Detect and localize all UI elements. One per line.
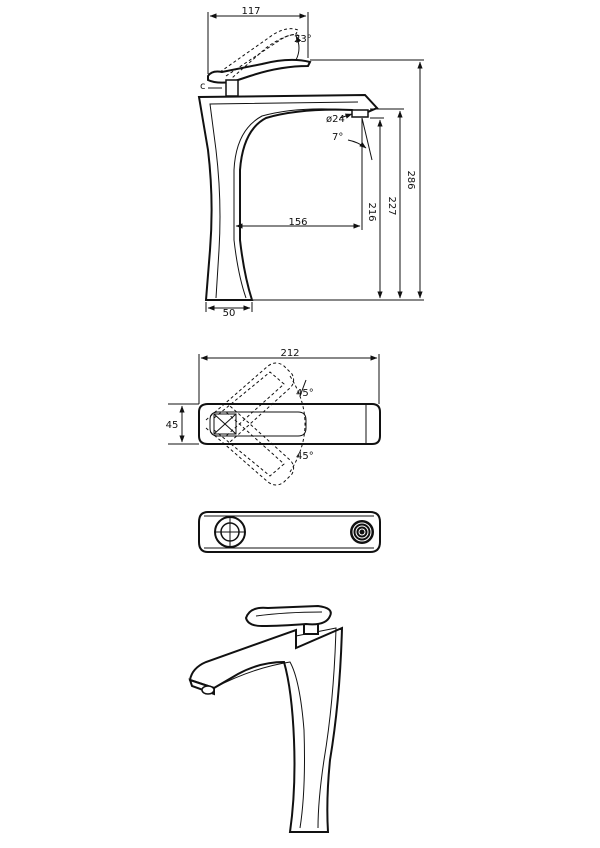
top-view: 212 45 45° 45° bbox=[166, 348, 381, 486]
dim-handle-angle: 23° bbox=[294, 34, 312, 45]
swing-arc bbox=[289, 375, 306, 473]
outlet-aerator bbox=[350, 520, 374, 544]
handle-stem bbox=[225, 79, 239, 97]
dim-handle-reach: 117 bbox=[241, 6, 260, 17]
dim-spout-height: 227 bbox=[386, 196, 397, 215]
dim-base-width: 50 bbox=[223, 308, 236, 319]
dim-rotation-up: 45° bbox=[296, 388, 314, 399]
handle-lever-lifted-2 bbox=[225, 34, 301, 77]
perspective-handle-lever bbox=[244, 604, 332, 628]
handle-rotated-down bbox=[205, 405, 295, 486]
handle-lever bbox=[207, 58, 312, 84]
perspective-aerator bbox=[201, 685, 215, 695]
faucet-body-inner-contour bbox=[209, 101, 359, 299]
dim-outlet-diameter: ø24 bbox=[326, 114, 345, 125]
dim-rotation-down: 45° bbox=[296, 451, 314, 462]
aerator bbox=[351, 109, 369, 118]
dim-body-width: 45 bbox=[166, 420, 179, 431]
bottom-body-outline bbox=[198, 511, 381, 553]
dim-total-length: 212 bbox=[280, 348, 299, 359]
dim-offset-c: c bbox=[200, 81, 206, 92]
handle-lever-lifted bbox=[219, 28, 299, 79]
dim-outlet-height: 216 bbox=[366, 202, 377, 221]
top-body-outline bbox=[198, 403, 381, 445]
top-pivot bbox=[213, 413, 237, 435]
faucet-body-outline bbox=[197, 93, 379, 301]
handle-rotated-up bbox=[205, 362, 295, 443]
bottom-view bbox=[198, 511, 381, 553]
perspective-view bbox=[188, 604, 344, 833]
dim-total-height: 286 bbox=[405, 170, 416, 189]
dim-spout-angle: 7° bbox=[332, 132, 343, 143]
dim-spout-reach: 156 bbox=[288, 217, 307, 228]
top-handle-slot bbox=[209, 411, 307, 437]
side-view: 117 23° c 286 227 216 ø24 7° 156 bbox=[197, 6, 424, 319]
spout-inner-curve bbox=[233, 108, 351, 299]
